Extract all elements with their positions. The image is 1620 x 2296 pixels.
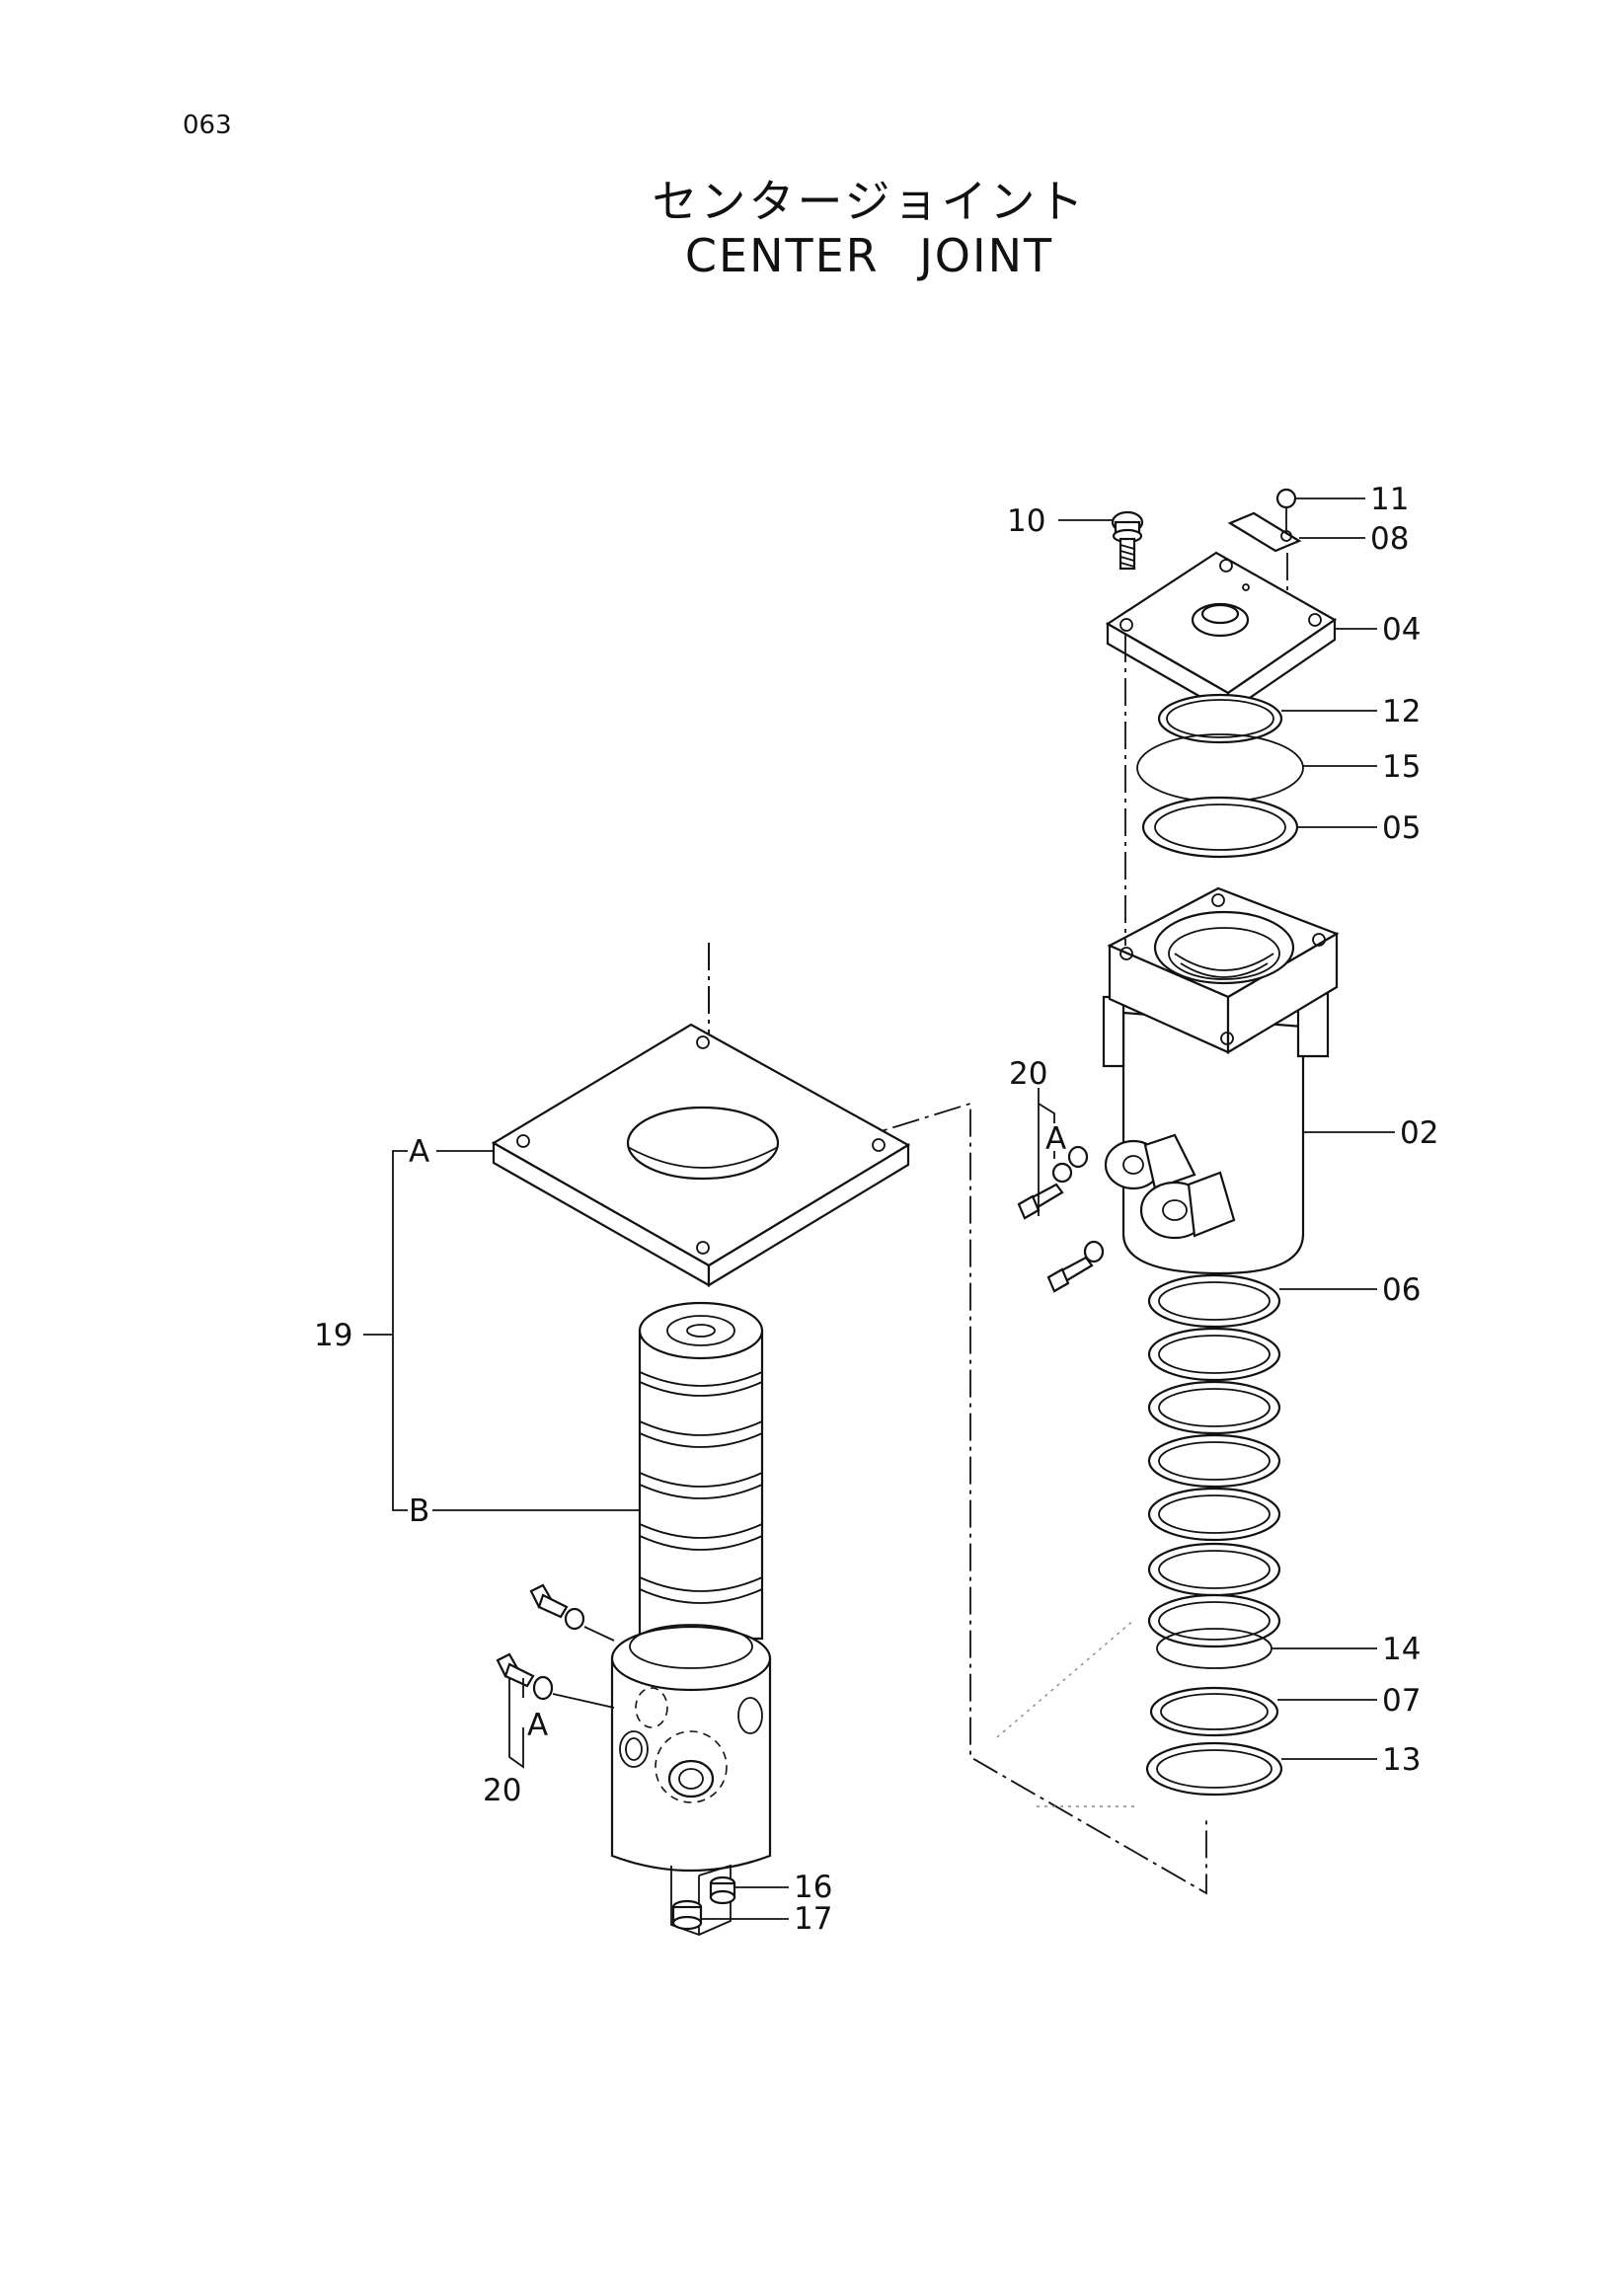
title-japanese: センタージョイント	[652, 175, 1087, 228]
callout-11: 11	[1370, 482, 1409, 517]
leader-lines	[363, 497, 1395, 1920]
part-02-body	[1102, 886, 1340, 1275]
part-20-bolts-right	[1017, 1145, 1105, 1293]
callout-a-left: A	[527, 1708, 548, 1743]
callout-a-top: A	[409, 1134, 429, 1170]
callout-12: 12	[1382, 694, 1421, 729]
callout-07: 07	[1382, 1683, 1421, 1719]
part-07-ring	[1149, 1686, 1279, 1737]
callout-19: 19	[314, 1318, 352, 1353]
callout-08: 08	[1370, 521, 1409, 557]
part-19-b-spool	[610, 1301, 772, 1937]
callout-16: 16	[794, 1870, 832, 1905]
callout-20-right: 20	[1009, 1056, 1047, 1092]
part-12-ring	[1157, 693, 1283, 744]
part-15-o-ring	[1136, 733, 1304, 803]
part-06-seal-rings	[1147, 1273, 1281, 1648]
part-17-plug	[671, 1899, 703, 1931]
part-05-ring	[1141, 796, 1299, 859]
part-04-cover	[1105, 551, 1338, 716]
page-number: 063	[183, 111, 232, 140]
part-16-plug	[709, 1875, 736, 1905]
callout-a-right: A	[1045, 1121, 1066, 1157]
callout-10: 10	[1007, 503, 1045, 539]
part-13-ring	[1145, 1741, 1283, 1797]
part-11-pin	[1275, 488, 1297, 533]
callout-02: 02	[1400, 1115, 1438, 1151]
part-19-a-plate	[491, 1023, 911, 1287]
callout-06: 06	[1382, 1272, 1421, 1308]
callout-17: 17	[794, 1901, 832, 1937]
part-10-bolt	[1111, 510, 1144, 571]
callout-05: 05	[1382, 810, 1421, 846]
callout-15: 15	[1382, 749, 1421, 785]
callout-04: 04	[1382, 612, 1421, 648]
callout-13: 13	[1382, 1742, 1421, 1778]
callout-b: B	[409, 1493, 429, 1529]
part-20-bolts-left	[496, 1583, 585, 1701]
callout-20-left: 20	[483, 1773, 521, 1808]
part-08-plate	[1227, 511, 1302, 553]
title-english: CENTER JOINT	[684, 229, 1054, 282]
callout-14: 14	[1382, 1632, 1421, 1667]
